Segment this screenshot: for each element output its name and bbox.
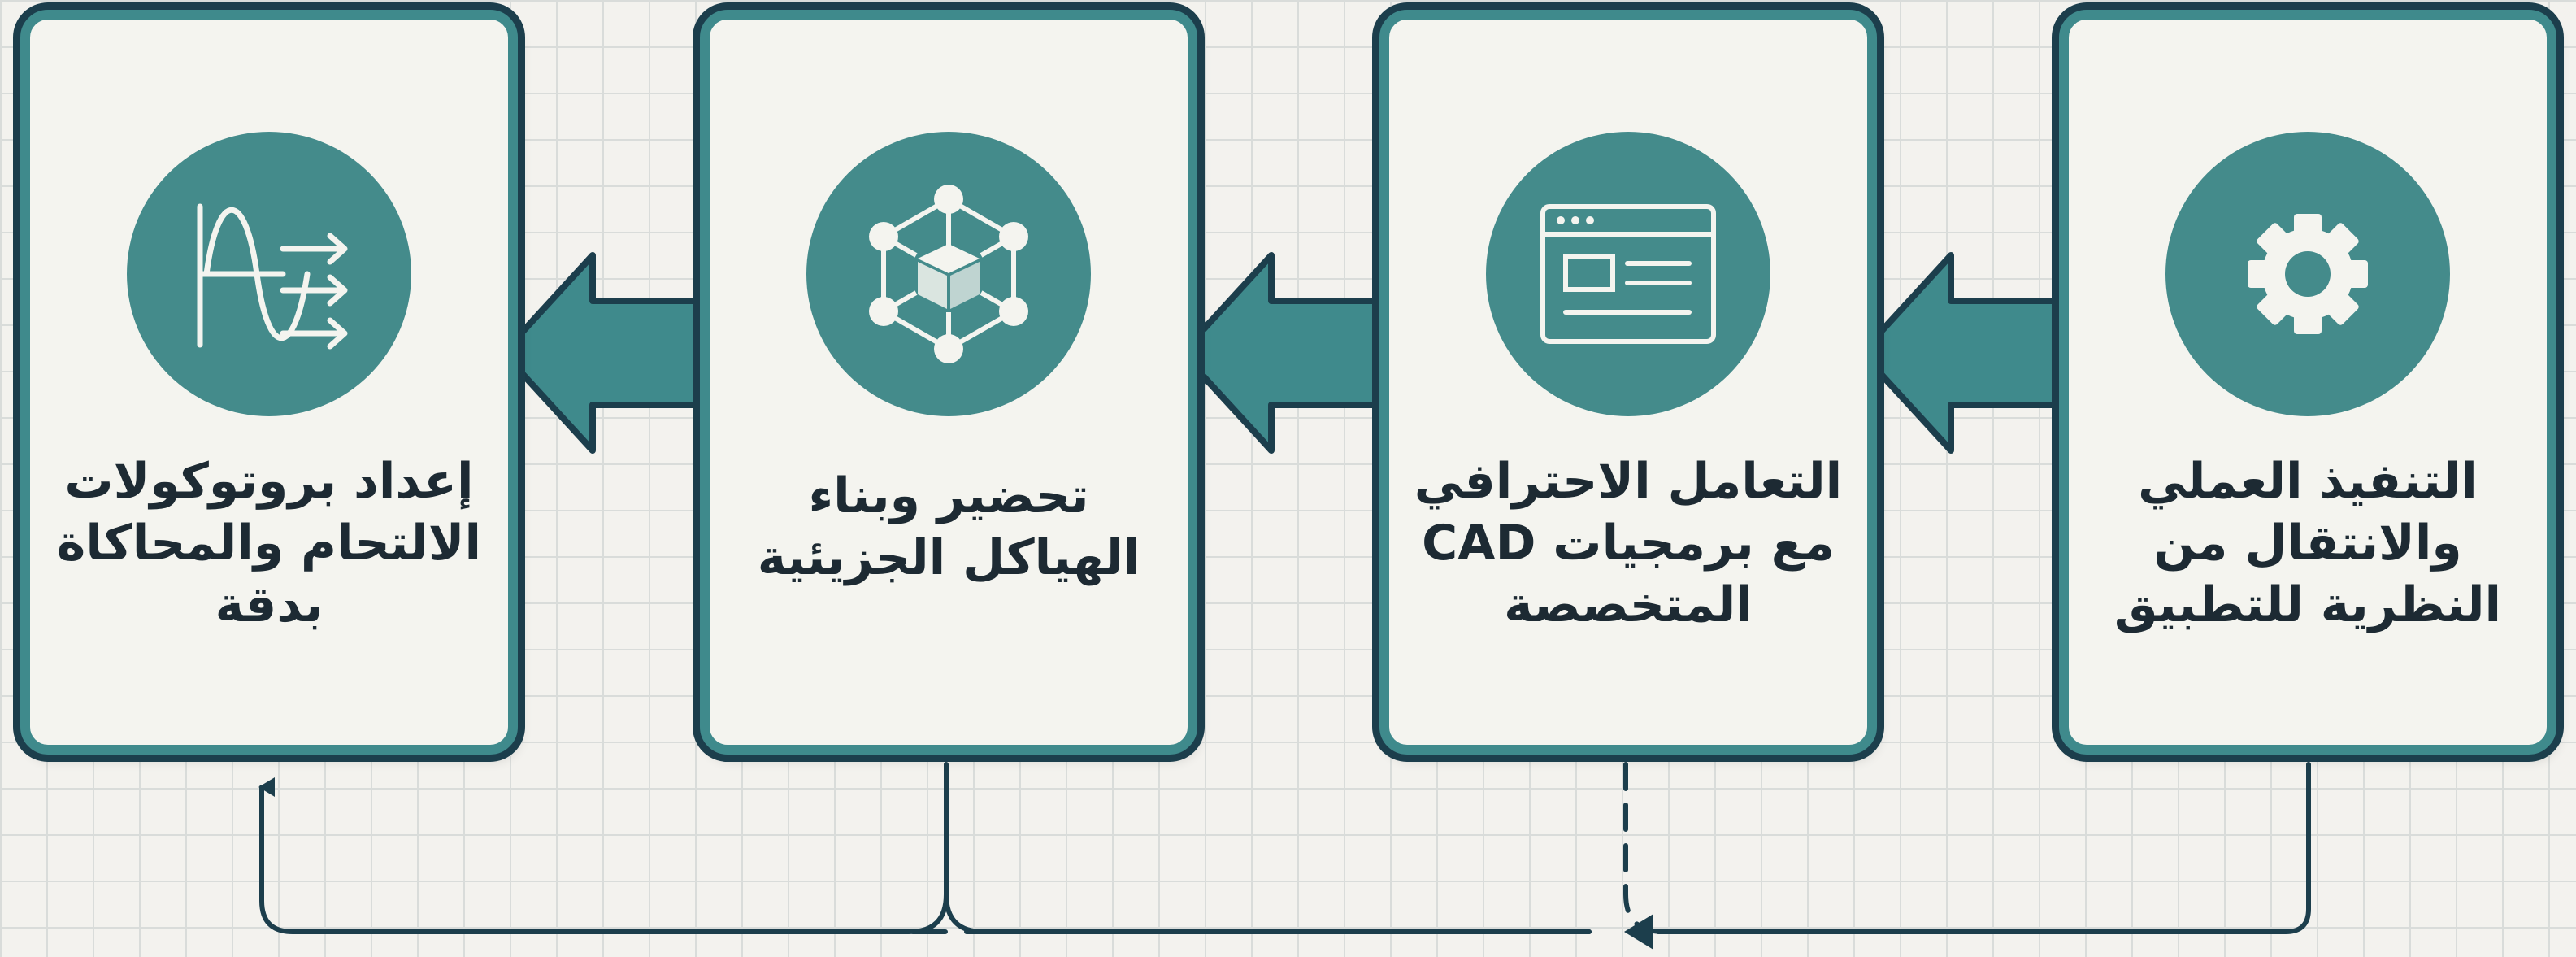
feedback-arrowhead-right: [1624, 914, 1653, 950]
software-window-icon: [1540, 204, 1716, 344]
step-icon-circle: [127, 132, 411, 416]
feedback-line-branch: [615, 892, 949, 934]
step-label: تحضير وبناء الهياكل الجزيئية: [726, 465, 1171, 589]
step-card-molecular-structures: تحضير وبناء الهياكل الجزيئية: [700, 10, 1197, 755]
step-card-cad-software: التعامل الاحترافي مع برمجيات CAD المتخصص…: [1379, 10, 1877, 755]
step-icon-circle: [2165, 132, 2450, 416]
gear-icon: [2248, 214, 2368, 334]
step-label: التنفيذ العملي والانتقال من النظرية للتط…: [2085, 450, 2530, 636]
molecular-structure-icon: [869, 185, 1028, 363]
step-label-line: المتخصصة: [1504, 576, 1753, 633]
feedback-line-center: [944, 762, 1592, 934]
step-label-line: التعامل الاحترافي: [1414, 453, 1843, 510]
step-card-docking-simulation: إعداد بروتوكولات الالتحام والمحاكاة بدقة: [20, 10, 518, 755]
flow-arrow-2: [1179, 252, 1380, 454]
simulation-wave-icon: [197, 203, 348, 350]
step-label-line: والانتقال من: [2153, 515, 2462, 572]
step-label-line: النظرية للتطبيق: [2113, 576, 2502, 633]
step-label-line: التنفيذ العملي: [2138, 453, 2478, 510]
step-label-line: تحضير وبناء: [808, 468, 1089, 524]
step-label-line: إعداد بروتوكولات: [64, 453, 474, 510]
step-label: إعداد بروتوكولات الالتحام والمحاكاة بدقة: [46, 450, 492, 636]
step-icon-circle: [806, 132, 1091, 416]
step-label-line: مع برمجيات CAD: [1422, 515, 1835, 572]
flow-arrow-3: [500, 252, 702, 454]
step-label-line: الهياكل الجزيئية: [757, 529, 1140, 586]
feedback-line-right: [1656, 762, 2311, 934]
step-label: التعامل الاحترافي مع برمجيات CAD المتخصص…: [1405, 450, 1851, 636]
step-card-practical-execution: التنفيذ العملي والانتقال من النظرية للتط…: [2059, 10, 2556, 755]
step-label-line: بدقة: [215, 576, 324, 633]
step-label-line: الالتحام والمحاكاة: [56, 515, 482, 572]
feedback-line-dashed-vertical: [1623, 762, 1666, 934]
step-icon-circle: [1486, 132, 1770, 416]
feedback-line-left: [258, 777, 620, 934]
flow-arrow-1: [1858, 252, 2060, 454]
